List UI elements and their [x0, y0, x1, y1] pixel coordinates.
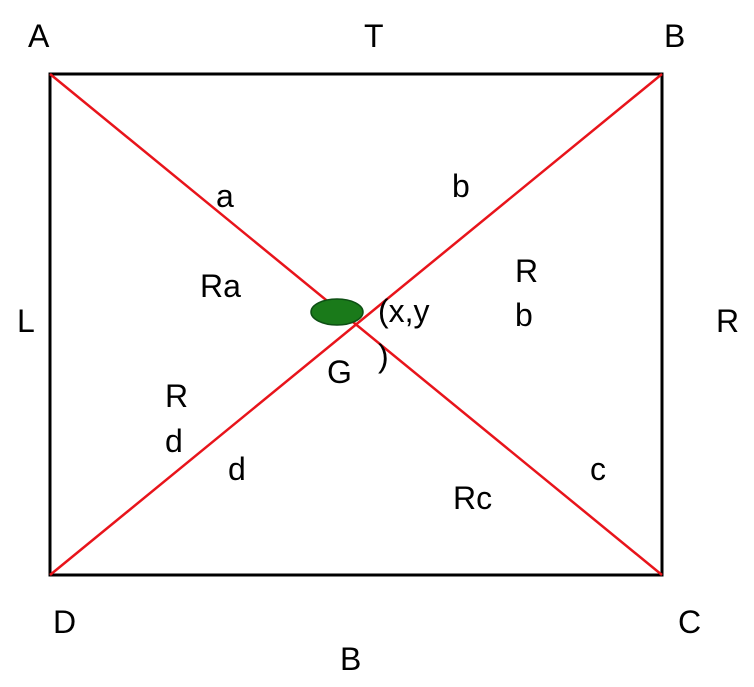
region-label-rb-line1: R: [515, 253, 539, 289]
segment-label-b: b: [452, 168, 470, 204]
centroid-coords-line2: ): [378, 338, 389, 374]
segment-label-d: d: [228, 451, 246, 487]
segment-label-c: c: [590, 451, 606, 487]
diagonal-bd: [49, 73, 663, 576]
side-label-top: T: [364, 18, 384, 54]
region-label-rb-line2: b: [515, 297, 533, 333]
corner-label-c: C: [678, 604, 702, 640]
segment-label-a: a: [216, 178, 234, 214]
region-label-rd-line2: d: [165, 423, 183, 459]
outer-rectangle: [48, 72, 664, 577]
region-label-rc: Rc: [453, 480, 493, 516]
side-label-bottom: B: [340, 641, 362, 677]
side-label-left: L: [17, 303, 35, 339]
centroid-coords-line1: (x,y: [378, 293, 430, 329]
corner-label-d: D: [53, 604, 77, 640]
centroid-marker: [310, 298, 364, 326]
region-label-rd-line1: R: [165, 378, 189, 414]
side-label-right: R: [716, 303, 740, 339]
centroid-label-g: G: [327, 354, 352, 390]
region-label-ra: Ra: [200, 268, 241, 304]
corner-label-a: A: [28, 18, 50, 54]
corner-label-b: B: [664, 18, 686, 54]
